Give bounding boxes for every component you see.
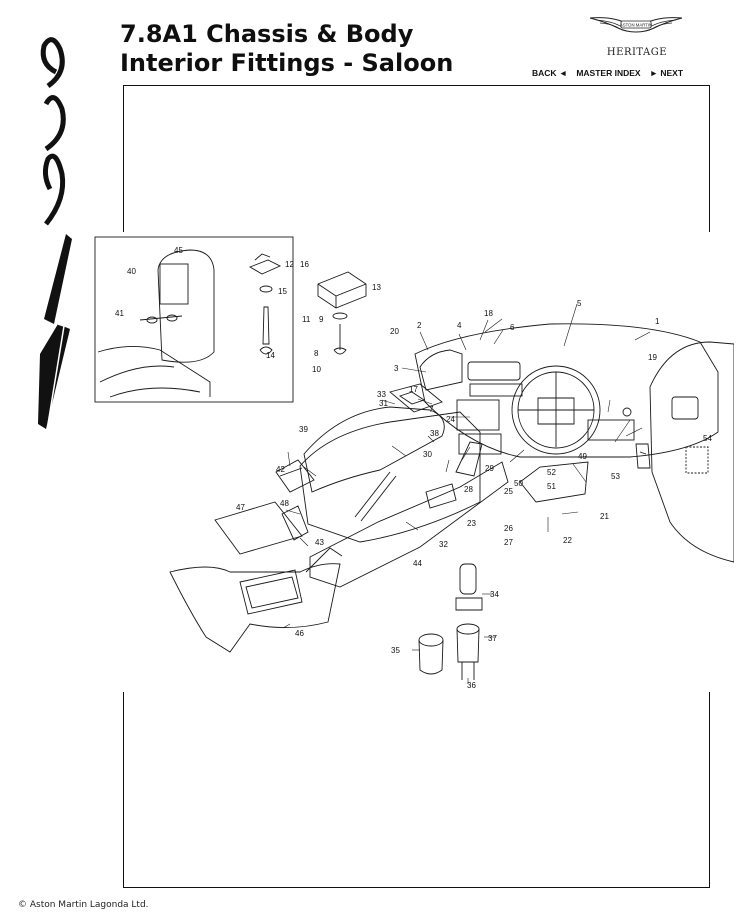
callout-46: 46 xyxy=(295,629,304,638)
callout-22: 22 xyxy=(563,536,572,545)
callout-47: 47 xyxy=(236,503,245,512)
console-rear-trim xyxy=(169,563,341,653)
callout-41: 41 xyxy=(115,309,124,318)
callout-51: 51 xyxy=(547,482,556,491)
callout-21: 21 xyxy=(600,512,609,521)
page-title: 7.8A1 Chassis & Body Interior Fittings -… xyxy=(120,20,453,78)
title-line-2: Interior Fittings - Saloon xyxy=(120,49,454,77)
callout-6: 6 xyxy=(510,323,515,332)
virage-wordmark-logo xyxy=(38,37,72,429)
callout-7: 7 xyxy=(429,405,434,414)
callout-44: 44 xyxy=(413,559,422,568)
console-insert-panel xyxy=(214,501,303,555)
centre-console xyxy=(299,411,481,543)
next-link[interactable]: ► NEXT xyxy=(649,68,684,78)
parts-diagram-drawing: 1 2 3 4 5 6 7 8 9 10 11 12 13 14 15 16 1… xyxy=(94,236,734,690)
title-line-1: 7.8A1 Chassis & Body xyxy=(120,20,414,48)
callout-3: 3 xyxy=(394,364,399,373)
callout-5: 5 xyxy=(577,299,582,308)
master-index-link[interactable]: MASTER INDEX xyxy=(576,68,641,78)
callout-11: 11 xyxy=(302,315,311,324)
copyright-footer: © Aston Martin Lagonda Ltd. xyxy=(18,900,149,910)
callout-34: 34 xyxy=(490,590,499,599)
callout-29: 29 xyxy=(485,464,494,473)
back-link[interactable]: BACK ◄ xyxy=(532,68,568,78)
callout-16: 16 xyxy=(300,260,309,269)
callout-10: 10 xyxy=(312,365,321,374)
callout-8: 8 xyxy=(314,349,319,358)
callout-31: 31 xyxy=(379,399,388,408)
switch-panel xyxy=(519,461,589,503)
callout-14: 14 xyxy=(266,351,275,360)
callout-1: 1 xyxy=(655,317,660,326)
callout-40: 40 xyxy=(127,267,136,276)
inset-box xyxy=(94,236,294,403)
nav-bar: BACK ◄ MASTER INDEX ► NEXT xyxy=(532,68,683,78)
callout-37: 37 xyxy=(488,634,497,643)
callout-2: 2 xyxy=(417,321,422,330)
callout-19: 19 xyxy=(648,353,657,362)
heritage-label: HERITAGE xyxy=(606,47,668,58)
callout-50: 50 xyxy=(514,479,523,488)
diagram-linework xyxy=(94,236,734,684)
steering-wheel xyxy=(511,365,601,455)
callout-49: 49 xyxy=(578,452,587,461)
callout-33: 33 xyxy=(377,390,386,399)
callout-53: 53 xyxy=(611,472,620,481)
callout-54: 54 xyxy=(703,434,712,443)
callout-23: 23 xyxy=(467,519,476,528)
callout-52: 52 xyxy=(547,468,556,477)
callout-18: 18 xyxy=(484,309,493,318)
callout-26: 26 xyxy=(504,524,513,533)
callout-36: 36 xyxy=(467,681,476,690)
logo-text: ASTON MARTIN xyxy=(620,22,652,27)
callout-48: 48 xyxy=(280,499,289,508)
aston-martin-wings-logo: ASTON MARTIN xyxy=(589,17,683,33)
callout-38: 38 xyxy=(430,429,439,438)
callout-35: 35 xyxy=(391,646,400,655)
armrest-lid xyxy=(303,406,445,493)
callout-30: 30 xyxy=(423,450,432,459)
callout-4: 4 xyxy=(457,321,462,330)
door-panel xyxy=(649,341,734,563)
callout-32: 32 xyxy=(439,540,448,549)
callout-27: 27 xyxy=(504,538,513,547)
callout-labels: 1 2 3 4 5 6 7 8 9 10 11 12 13 14 15 16 1… xyxy=(115,246,712,690)
callout-39: 39 xyxy=(299,425,308,434)
callout-17: 17 xyxy=(409,385,418,394)
inset-armrest xyxy=(157,249,215,363)
parts-diagram: 1 2 3 4 5 6 7 8 9 10 11 12 13 14 15 16 1… xyxy=(90,232,734,692)
callout-43: 43 xyxy=(315,538,324,547)
callout-9: 9 xyxy=(319,315,324,324)
callout-13: 13 xyxy=(372,283,381,292)
callout-20: 20 xyxy=(390,327,399,336)
callout-12: 12 xyxy=(285,260,294,269)
callout-28: 28 xyxy=(464,485,473,494)
callout-25: 25 xyxy=(504,487,513,496)
callout-42: 42 xyxy=(276,465,285,474)
callout-24: 24 xyxy=(446,415,455,424)
callout-15: 15 xyxy=(278,287,287,296)
callout-45: 45 xyxy=(174,246,183,255)
dashboard-fascia xyxy=(414,323,719,458)
